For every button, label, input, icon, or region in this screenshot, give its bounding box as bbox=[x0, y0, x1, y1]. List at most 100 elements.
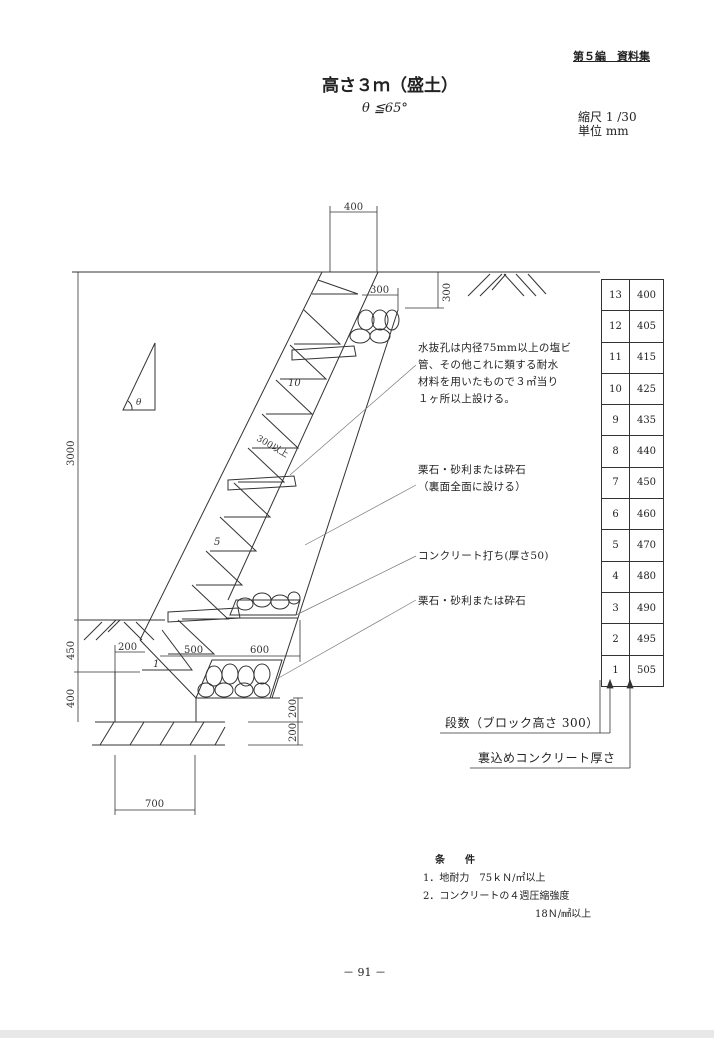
thickness-cell: 495 bbox=[629, 623, 664, 656]
condition-item: 1．地耐力 75ｋＮ/㎡以上 bbox=[423, 873, 546, 884]
backfill-back-line bbox=[271, 309, 399, 699]
top-ground-hatch bbox=[467, 273, 547, 297]
dim-200-lower: 200 bbox=[288, 723, 299, 742]
step-cell: 6 bbox=[601, 498, 630, 531]
thickness-cell: 440 bbox=[629, 435, 664, 468]
gravel-mid-stones bbox=[236, 591, 301, 611]
block-label-10: 10 bbox=[288, 378, 301, 389]
dim-200-upper: 200 bbox=[288, 699, 299, 718]
thickness-cell: 480 bbox=[629, 560, 664, 593]
dim-500: 500 bbox=[184, 645, 203, 656]
step-cell: 8 bbox=[601, 435, 630, 468]
scale-ratio: 縮尺 1 /30 bbox=[578, 110, 637, 124]
thickness-cell: 470 bbox=[629, 529, 664, 562]
wall-back-face bbox=[227, 271, 379, 601]
conditions-heading: 条 件 bbox=[435, 855, 475, 866]
drain-pipe bbox=[227, 475, 297, 491]
foundation-concrete bbox=[114, 672, 197, 723]
thickness-cell: 425 bbox=[629, 372, 664, 406]
block-label-5: 5 bbox=[214, 537, 220, 548]
step-cell: 13 bbox=[601, 278, 630, 312]
dim-600: 600 bbox=[250, 645, 269, 656]
dimension-lines bbox=[74, 206, 634, 815]
thickness-cell: 450 bbox=[629, 466, 664, 500]
front-ground-hatch bbox=[83, 619, 155, 641]
base-hatch bbox=[99, 721, 226, 746]
step-cell: 1 bbox=[601, 654, 630, 687]
thickness-cell: 405 bbox=[629, 310, 664, 343]
angle-condition: θ ≦65° bbox=[362, 101, 408, 116]
wall-blocks bbox=[142, 279, 359, 671]
leader-lines bbox=[274, 364, 417, 681]
thickness-cell: 460 bbox=[629, 498, 664, 531]
step-cell: 4 bbox=[601, 560, 630, 593]
step-cell: 2 bbox=[601, 623, 630, 656]
note-line: 水抜孔は内径75mm以上の塩ビ bbox=[418, 342, 572, 354]
scale-unit: 単位 mm bbox=[578, 124, 629, 138]
thickness-cell: 415 bbox=[629, 341, 664, 374]
dim-drain-depth: 300 bbox=[442, 283, 453, 302]
theta-label: θ bbox=[136, 398, 142, 408]
step-cell: 10 bbox=[601, 372, 630, 406]
thickness-cell: 490 bbox=[629, 591, 664, 625]
note-line: 材料を用いたもので３㎡当り bbox=[418, 376, 559, 388]
note-line: 栗石・砂利または砕石 bbox=[418, 464, 526, 476]
dim-foundation-height: 400 bbox=[66, 689, 77, 708]
drain-pipe bbox=[291, 345, 357, 361]
note-line: 管、その他これに類する耐水 bbox=[418, 359, 559, 371]
step-cell: 7 bbox=[601, 466, 630, 500]
note-drain-hole: 水抜孔は内径75mm以上の塩ビ 管、その他これに類する耐水 材料を用いたもので３… bbox=[418, 340, 571, 408]
legend-thickness: 裏込めコンクリート厚さ bbox=[478, 751, 616, 765]
note-gravel-base: 栗石・砂利または砕石 bbox=[418, 595, 526, 607]
block-label-1: 1 bbox=[153, 659, 159, 670]
drain-pipe bbox=[167, 607, 241, 623]
page-title: 高さ３ｍ（盛土） bbox=[322, 76, 458, 96]
dim-embed: 450 bbox=[66, 641, 77, 660]
dim-total-height: 3000 bbox=[66, 441, 77, 466]
section-header: 第５編 資料集 bbox=[573, 50, 650, 63]
thickness-cell: 400 bbox=[629, 278, 664, 312]
step-cell: 11 bbox=[601, 341, 630, 374]
slope-angle-triangle bbox=[122, 342, 156, 411]
dim-toe: 200 bbox=[118, 642, 137, 653]
step-cell: 9 bbox=[601, 404, 630, 437]
dim-spacing: 300以上 bbox=[255, 433, 291, 460]
note-line: １ヶ所以上設ける。 bbox=[418, 393, 516, 405]
dim-top-width: 400 bbox=[344, 202, 363, 213]
condition-item-cont: 18Ｎ/㎟以上 bbox=[535, 909, 592, 920]
note-line: （裏面全面に設ける） bbox=[418, 481, 526, 493]
page-number: － 91 － bbox=[343, 966, 386, 979]
legend-steps: 段数（ブロック高さ 300） bbox=[445, 716, 599, 730]
dim-foundation-width: 700 bbox=[145, 799, 164, 810]
dim-drain-width: 300 bbox=[370, 285, 389, 296]
step-cell: 3 bbox=[601, 591, 630, 625]
step-cell: 12 bbox=[601, 310, 630, 343]
note-concrete: コンクリート打ち(厚さ50) bbox=[418, 550, 549, 562]
step-cell: 5 bbox=[601, 529, 630, 562]
wall-front-face bbox=[139, 271, 323, 641]
scale-info: 縮尺 1 /30 単位 mm bbox=[578, 110, 637, 138]
gravel-base-stones bbox=[197, 663, 271, 698]
gravel-top bbox=[349, 309, 400, 344]
condition-item: 2．コンクリートの４週圧縮強度 bbox=[423, 891, 570, 902]
bottom-edge bbox=[0, 1030, 714, 1038]
thickness-cell: 505 bbox=[629, 654, 664, 687]
thickness-cell: 435 bbox=[629, 404, 664, 437]
angle-arc bbox=[127, 400, 133, 411]
note-gravel-back: 栗石・砂利または砕石 （裏面全面に設ける） bbox=[418, 462, 526, 496]
